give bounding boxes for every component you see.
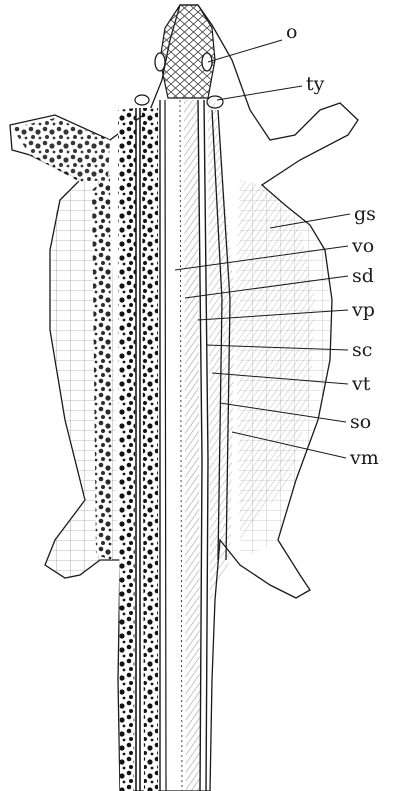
tympanum-left bbox=[135, 95, 149, 105]
label-vt: vt bbox=[351, 373, 371, 395]
label-so: so bbox=[350, 411, 371, 433]
label-ty: ty bbox=[306, 73, 325, 95]
eye-left bbox=[155, 53, 165, 71]
label-o: o bbox=[286, 21, 297, 43]
label-sd: sd bbox=[352, 265, 374, 287]
label-vm: vm bbox=[349, 447, 379, 469]
label-vp: vp bbox=[351, 299, 375, 321]
label-gs: gs bbox=[354, 203, 376, 225]
eye-right bbox=[202, 53, 212, 71]
pigment-bands bbox=[92, 108, 158, 791]
label-vo: vo bbox=[351, 235, 374, 257]
label-sc: sc bbox=[352, 339, 372, 361]
